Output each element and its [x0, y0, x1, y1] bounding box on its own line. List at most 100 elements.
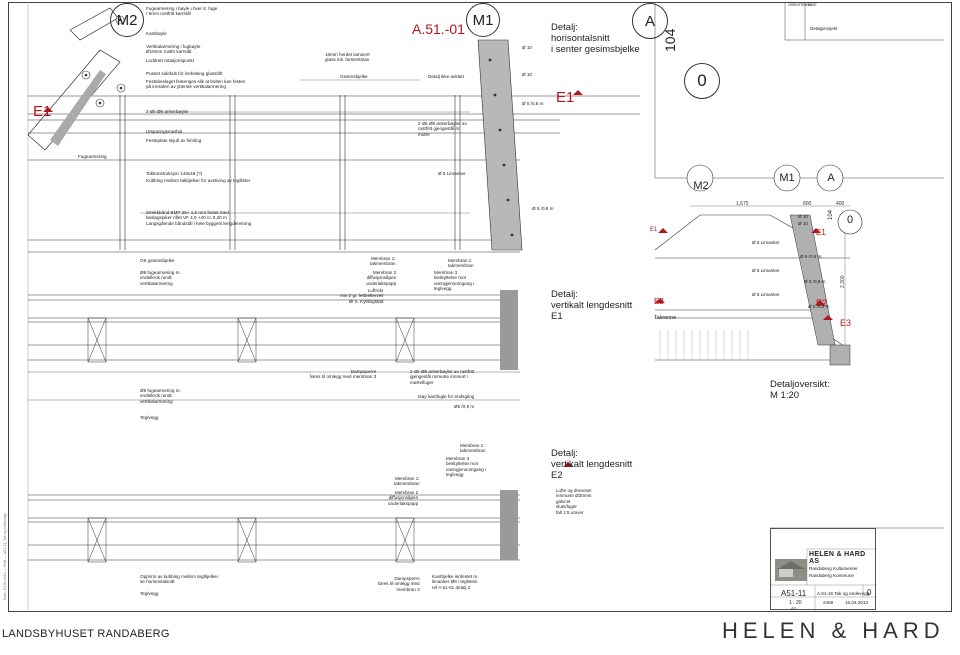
note-ankerboyler: 2 stk Ø8 ankerbøyler: [146, 109, 189, 114]
note-ok-gesims: OK gesimsbjelke: [140, 258, 175, 263]
note-festebeslag: Festebeslaget festenges slik at bolten k…: [146, 79, 246, 90]
date: 15.04.2013: [845, 600, 868, 605]
note-ankerboyler-mutter: 2 stk Ø8 ankerbøyler av rustfritt gjenge…: [410, 369, 475, 385]
title-detail-e1: Detalj: vertikalt lengdesnitt E1: [551, 289, 633, 322]
note-membran2: Membran 2 diffusjonsåpen underlakspapp: [366, 270, 397, 286]
note-membran1d: Membran 1: takmembran: [394, 476, 420, 487]
project-line-1: Randaberg Kultursenter: [809, 566, 858, 571]
overview-level-zero: 0: [846, 214, 854, 226]
drawing-number: A51-11: [781, 589, 807, 598]
note-limanker-s1: Ø 6 Limanker: [752, 240, 780, 245]
note-fugearmering-ende: Ø8 fugearmering m. endelkrok rundt verti…: [140, 270, 181, 286]
note-d10-s2: Ø 10: [798, 221, 808, 226]
note-membran1c: Membran 1: takmembran: [460, 443, 486, 454]
note-lufting: Luftrokr min 2 gr. lettbelterveil till S…: [340, 288, 384, 304]
note-dampsperre2: Dampsperre føres til omlegg med membran …: [378, 576, 420, 592]
revision: 0: [867, 588, 872, 597]
section-ref-e1: E1: [33, 103, 52, 120]
fase-value: Detaljprosjekt: [810, 26, 838, 31]
side-plot-text: Dato: 15.04.2013 — Plott — A51-11_Tak og…: [3, 513, 7, 600]
note-d5-a: Ø 5 /0,8 m: [522, 101, 544, 106]
project-thumbnail: [775, 559, 807, 581]
overview-ref-e1-b: E1: [816, 228, 826, 237]
note-limanker-s2: Ø 6 Limanker: [752, 268, 780, 273]
drawing-reference: A.51.-01: [412, 21, 465, 37]
overview-bubble-m1: M1: [779, 172, 795, 184]
note-opprinn: Opprinn av kubbing mellom teglbjelker se…: [140, 574, 219, 585]
note-utsparing: Utsparingsmørhol: [146, 129, 183, 134]
firm-name: HELEN & HARD AS: [809, 551, 866, 565]
note-d10-s1: Ø 10: [798, 214, 808, 219]
overview-ref-e3: E3: [840, 318, 852, 328]
note-membran1b: Membran 1: takmembran: [448, 258, 474, 269]
note-teglvegg: Teglvegg: [140, 415, 159, 420]
overview-level-104: 104: [828, 209, 834, 220]
note-pusset: Pusset sidefals for innfesting glasshllt: [146, 71, 223, 76]
level-bubble-zero: 0: [684, 63, 720, 99]
project-name: LANDSBYHUSET RANDABERG: [2, 628, 170, 640]
dim-400: 400: [836, 201, 845, 207]
note-takkonstruksjon: Takkonstruksjon 148x48 (?): [146, 171, 203, 176]
note-membran1: Membran 1: takmembran: [370, 256, 396, 267]
note-membran3: Membran 3 beskyttelse mot vanngjennomgan…: [434, 270, 475, 292]
note-ankerboyler-rust: 2 stk Ø8 ankerbøyler av rustfritt gjenge…: [418, 121, 467, 137]
overview-ref-e2-b: E2: [816, 298, 828, 308]
note-d6-s3: Ø 6 /0,9 m: [808, 304, 830, 309]
note-membran3c: Membran 3 beskyttelse mot vanngjennomgan…: [446, 456, 487, 478]
brand-text: HELEN & HARD: [722, 618, 945, 643]
note-fugearmering-left: Fugearmering: [78, 154, 107, 159]
note-kantboyle: Kantbøyle: [146, 31, 167, 36]
note-d10-a: Ø 10: [522, 45, 532, 50]
note-kubbing: Kubbing mellom takbjelker for avstiving …: [146, 178, 251, 183]
note-kantbjelke: Kantbjelke innfestet m limanker Ø8 i teg…: [432, 574, 478, 590]
note-vertikalarmering: Vertikalarmering i fugbøyle Ø10mm rustfr…: [146, 44, 201, 55]
dim-2300: 2,300: [840, 275, 846, 288]
note-loddrett: Loddrett rotasjonspunkt: [146, 58, 195, 63]
overview-ref-e1: E1: [650, 227, 658, 233]
grid-bubble-a: A: [632, 3, 668, 39]
note-d10-b: Ø 10: [522, 72, 532, 77]
note-d6-s2: Ø 6 /0,9 m: [804, 279, 826, 284]
note-takrenne: Takrenne: [654, 315, 677, 321]
project-line-2: Randaberg Kommune: [809, 573, 854, 578]
level-104: 104: [662, 28, 678, 52]
title-detail-horizontal: Detalj: horisontalsnitt i senter gesimsb…: [551, 22, 640, 55]
job-number: 2458: [823, 600, 834, 605]
dim-1675: 1,675: [736, 201, 749, 207]
title-overview: Detaljoversikt: M 1:20: [770, 379, 830, 401]
title-block: HELEN & HARD AS Randaberg Kultursenter R…: [770, 528, 877, 611]
note-festeplate: Festeplate skjult av himling: [146, 138, 202, 143]
note-dampsperre: Dampsperre føres til omlegg med membran …: [310, 369, 377, 380]
note-gesimsbjelke: Gesimsbjelke: [340, 74, 368, 79]
note-d6-s1: Ø 6 /0,9 m: [800, 254, 822, 259]
fase-label: FASE: [808, 3, 817, 7]
overview-ref-e2: E2: [654, 297, 664, 306]
drawing-sheet: [8, 2, 952, 612]
note-fugearmering-top: Fugearmering i bøyle i hver 6. fuge r 6m…: [146, 6, 218, 17]
note-glass: 16mm herdet laminert glass ink. forsterk…: [325, 52, 370, 63]
brand-logo: HELEN & HARD: [722, 618, 945, 644]
note-d5-b: Ø 5 /0,8 m: [532, 206, 554, 211]
note-limanker-s3: Ø 6 Limanker: [752, 292, 780, 297]
overview-bubble-a: A: [827, 172, 835, 184]
orientering-label: ORIENTERING: [788, 3, 812, 7]
note-kantfugle: tsøy kantfugle for endsgling: [418, 394, 475, 399]
note-fugearmering-ende2: Ø8 fugearmering m. endelkrok rundt verti…: [140, 388, 181, 404]
grid-bubble-m2: M2: [110, 3, 144, 37]
sheet-size: A1: [791, 606, 797, 611]
grid-bubble-m1: M1: [466, 3, 500, 37]
note-teglvegg2: Teglvegg: [140, 591, 159, 596]
section-ref-e1-right: E1: [556, 89, 575, 106]
note-luftrokr: Lufte og drenerør innmurte Ø20mm galvcet…: [556, 488, 592, 515]
overview-bubble-m2: M2: [693, 180, 709, 192]
scale: 1 : 20: [789, 600, 802, 606]
note-d6: Ø6 /0,9 m: [454, 404, 475, 409]
note-detalj-ikke: Detalj ikke avklart: [428, 74, 464, 79]
title-detail-e2: Detalj: vertikalt lengdesnitt E2: [551, 448, 633, 481]
drawing-title: A.51-16 Tak og endevegg: [817, 591, 870, 596]
note-membran2d: Membran 2 diffusjonsåpen underlakspapp: [388, 490, 419, 506]
dim-800: 800: [803, 201, 812, 207]
note-limanker: Ø 6 Limanker: [438, 171, 466, 176]
note-strekkband: Strekkbånd BMP 25+ 1,5 mm festet med bes…: [146, 210, 252, 226]
